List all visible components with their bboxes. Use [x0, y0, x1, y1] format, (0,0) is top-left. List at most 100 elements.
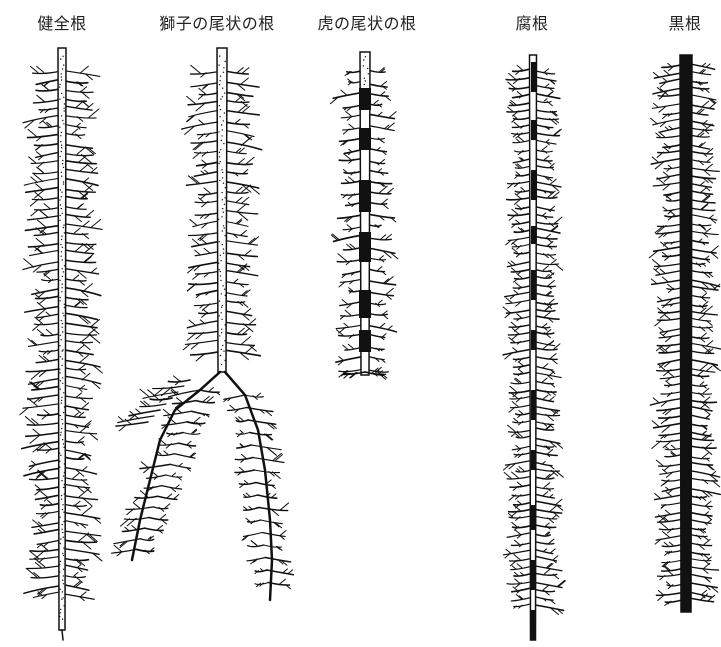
lion-fork-hair	[248, 420, 276, 424]
root-hair-left	[30, 250, 59, 255]
rootlet-branch	[549, 397, 554, 401]
root-stipple-dot	[222, 345, 223, 346]
rootlet-branch	[35, 485, 40, 489]
rootlet-branch	[345, 180, 348, 183]
root-hair-right	[368, 84, 387, 87]
rootlet-branch	[242, 68, 249, 74]
rootlet-branch	[76, 501, 80, 505]
root-hair-left	[32, 523, 59, 528]
lion-fork-hair	[261, 520, 283, 524]
root-stipple-dot	[59, 127, 60, 128]
root-stipple-dot	[63, 110, 64, 111]
root-stipple-dot	[62, 532, 63, 533]
root-hair-left	[336, 325, 362, 328]
root-hair-right	[368, 292, 393, 296]
black-root-drawing	[649, 55, 720, 612]
root-hair-left	[513, 140, 530, 142]
root-stipple-dot	[219, 152, 220, 153]
root-stipple-dot	[61, 402, 62, 403]
rootlet-branch	[668, 284, 673, 288]
root-stipple-dot	[64, 265, 65, 266]
rootlet-branch	[238, 328, 244, 333]
root-stipple-dot	[59, 156, 60, 157]
root-stipple-dot	[364, 78, 365, 79]
rootlet-branch	[243, 495, 246, 497]
root-hair-left	[34, 529, 59, 534]
tiger-dark-band	[359, 128, 371, 150]
rootlet-branch	[343, 345, 348, 349]
rootlet-branch	[41, 492, 48, 498]
rootlet-branch	[658, 590, 663, 594]
root-hair-right	[536, 605, 564, 610]
rootlet-branch	[711, 246, 719, 252]
rootlet-branch	[79, 412, 84, 416]
rootlet-branch	[549, 299, 554, 303]
root-stipple-dot	[62, 529, 63, 530]
root-stipple-dot	[59, 199, 60, 200]
rootlet-branch	[237, 68, 243, 73]
root-hair-left	[197, 132, 219, 135]
root-stipple-dot	[62, 619, 63, 620]
rootlet-branch	[545, 84, 549, 87]
root-stipple-dot	[59, 517, 60, 518]
lion-fork-hair	[235, 470, 254, 472]
root-hair-right	[65, 450, 91, 456]
root-stipple-dot	[363, 65, 364, 66]
rootlet-branch	[75, 413, 79, 416]
root-stipple-dot	[223, 253, 224, 254]
rootlet-branch	[383, 311, 387, 314]
root-hair-right	[536, 244, 556, 246]
rootlet-branch	[515, 572, 518, 575]
rootlet-branch	[506, 549, 511, 553]
rootlet-branch	[652, 157, 659, 163]
root-hair-left	[662, 487, 682, 491]
rootlet-branch	[73, 473, 79, 478]
rootlet-branch	[46, 312, 50, 315]
rootlet-branch	[81, 507, 92, 516]
rootlet-branch	[668, 571, 672, 575]
root-hair-left	[508, 214, 530, 216]
rootlet-branch	[382, 199, 387, 203]
rootlet-branch	[519, 362, 524, 366]
rootlet-branch	[655, 494, 661, 499]
root-stipple-dot	[368, 73, 369, 74]
root-stipple-dot	[61, 291, 62, 292]
root-stipple-dot	[61, 192, 62, 193]
root-hair-right	[65, 116, 96, 118]
rootlet-branch	[377, 267, 382, 271]
root-stipple-dot	[364, 88, 365, 89]
rootlet-branch	[518, 369, 523, 373]
rootlet-branch	[652, 441, 661, 449]
root-hair-left	[663, 112, 682, 114]
rootlet-branch	[555, 264, 563, 270]
rootlet-branch	[547, 449, 552, 453]
rootlet-branch	[656, 133, 661, 137]
root-stipple-dot	[62, 247, 63, 248]
rootlet-branch	[666, 487, 669, 490]
root-hair-right	[65, 549, 99, 554]
root-stipple-dot	[223, 120, 224, 121]
rootlet-branch	[114, 545, 121, 551]
rootlet-branch	[30, 66, 38, 72]
rootlet-branch	[517, 139, 520, 141]
root-stipple-dot	[363, 59, 364, 60]
root-hair-right	[690, 280, 720, 287]
root-hair-left	[662, 65, 682, 68]
rootlet-branch	[132, 526, 137, 530]
root-stipple-dot	[60, 58, 61, 59]
rootlet-branch	[36, 289, 40, 292]
root-stipple-dot	[59, 280, 60, 281]
rootlet-branch	[543, 266, 548, 270]
root-stipple-dot	[61, 196, 62, 197]
rootlet-branch	[706, 501, 711, 505]
root-stipple-dot	[224, 112, 225, 113]
root-stipple-dot	[222, 230, 223, 231]
root-stipple-dot	[63, 271, 64, 272]
rootlet-branch	[653, 398, 659, 403]
rootlet-branch	[79, 489, 89, 497]
root-stipple-dot	[63, 521, 64, 522]
root-stipple-dot	[61, 287, 62, 288]
rootlet-branch	[257, 393, 261, 396]
root-hair-left	[665, 383, 682, 385]
root-stipple-dot	[221, 135, 222, 136]
